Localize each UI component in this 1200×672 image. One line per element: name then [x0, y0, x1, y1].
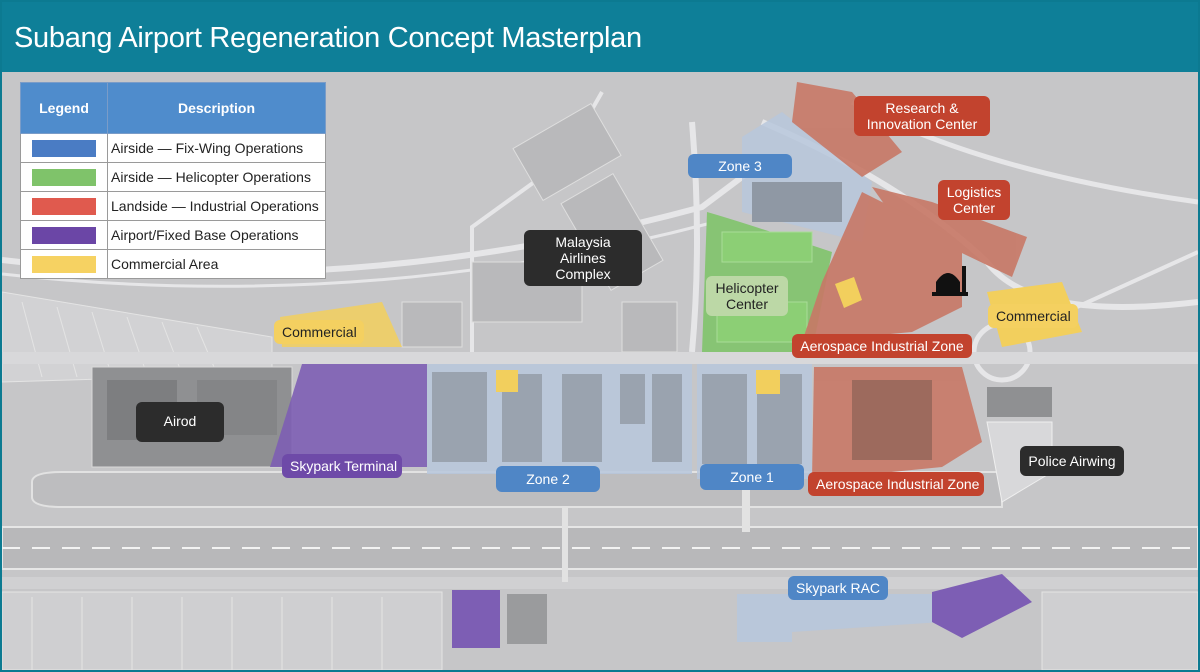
legend-row: Airport/Fixed Base Operations	[20, 220, 326, 250]
legend-label: Airside — Fix-Wing Operations	[107, 133, 326, 163]
south-building	[507, 594, 547, 644]
legend-swatch-commercial	[32, 255, 96, 273]
label-skypark-rac: Skypark RAC	[788, 576, 888, 600]
legend-label: Commercial Area	[107, 249, 326, 279]
legend-row: Airside — Fix-Wing Operations	[20, 133, 326, 163]
skypark-terminal-zone	[270, 364, 427, 467]
label-skypark-terminal: Skypark Terminal	[282, 454, 402, 478]
description-column-header: Description	[107, 82, 326, 134]
skypark-rac-area	[737, 574, 1032, 642]
title-bar: Subang Airport Regeneration Concept Mast…	[2, 2, 1198, 72]
label-zone-2: Zone 2	[496, 466, 600, 492]
mosque-icon	[932, 266, 968, 296]
legend-label: Landside — Industrial Operations	[107, 191, 326, 221]
residential-area-south	[2, 591, 1198, 670]
label-airod: Airod	[136, 402, 224, 442]
police-airwing-area	[986, 387, 1053, 503]
legend-swatch-fixwing	[32, 139, 96, 157]
label-zone-1: Zone 1	[700, 464, 804, 490]
legend-column-header: Legend	[20, 82, 108, 134]
legend-row: Landside — Industrial Operations	[20, 191, 326, 221]
label-commercial-east: Commercial	[988, 304, 1078, 328]
legend-label: Airport/Fixed Base Operations	[107, 220, 326, 250]
legend-header-row: Legend Description	[20, 82, 326, 134]
south-fbo-zone	[452, 590, 500, 648]
zone1-hangars	[697, 364, 812, 479]
label-commercial-west: Commercial	[274, 320, 364, 344]
legend-table: Legend Description Airside — Fix-Wing Op…	[20, 82, 326, 279]
label-research-innovation-center: Research & Innovation Center	[854, 96, 990, 136]
legend-swatch-helicopter	[32, 168, 96, 186]
label-malaysia-airlines-complex: Malaysia Airlines Complex	[524, 230, 642, 286]
industrial-building	[852, 380, 932, 460]
zone2-hangars	[427, 364, 692, 474]
legend-swatch-fbo	[32, 226, 96, 244]
label-aerospace-industrial-zone-south: Aerospace Industrial Zone	[808, 472, 984, 496]
label-aerospace-industrial-zone-north: Aerospace Industrial Zone	[792, 334, 972, 358]
label-zone-3: Zone 3	[688, 154, 792, 178]
legend-swatch-industrial	[32, 197, 96, 215]
legend-row: Commercial Area	[20, 249, 326, 279]
label-logistics-center: Logistics Center	[938, 180, 1010, 220]
label-police-airwing: Police Airwing	[1020, 446, 1124, 476]
legend-label: Airside — Helicopter Operations	[107, 162, 326, 192]
legend-row: Airside — Helicopter Operations	[20, 162, 326, 192]
label-helicopter-center: Helicopter Center	[706, 276, 788, 316]
zone3-hangars	[742, 112, 872, 242]
page-title: Subang Airport Regeneration Concept Mast…	[14, 22, 642, 54]
